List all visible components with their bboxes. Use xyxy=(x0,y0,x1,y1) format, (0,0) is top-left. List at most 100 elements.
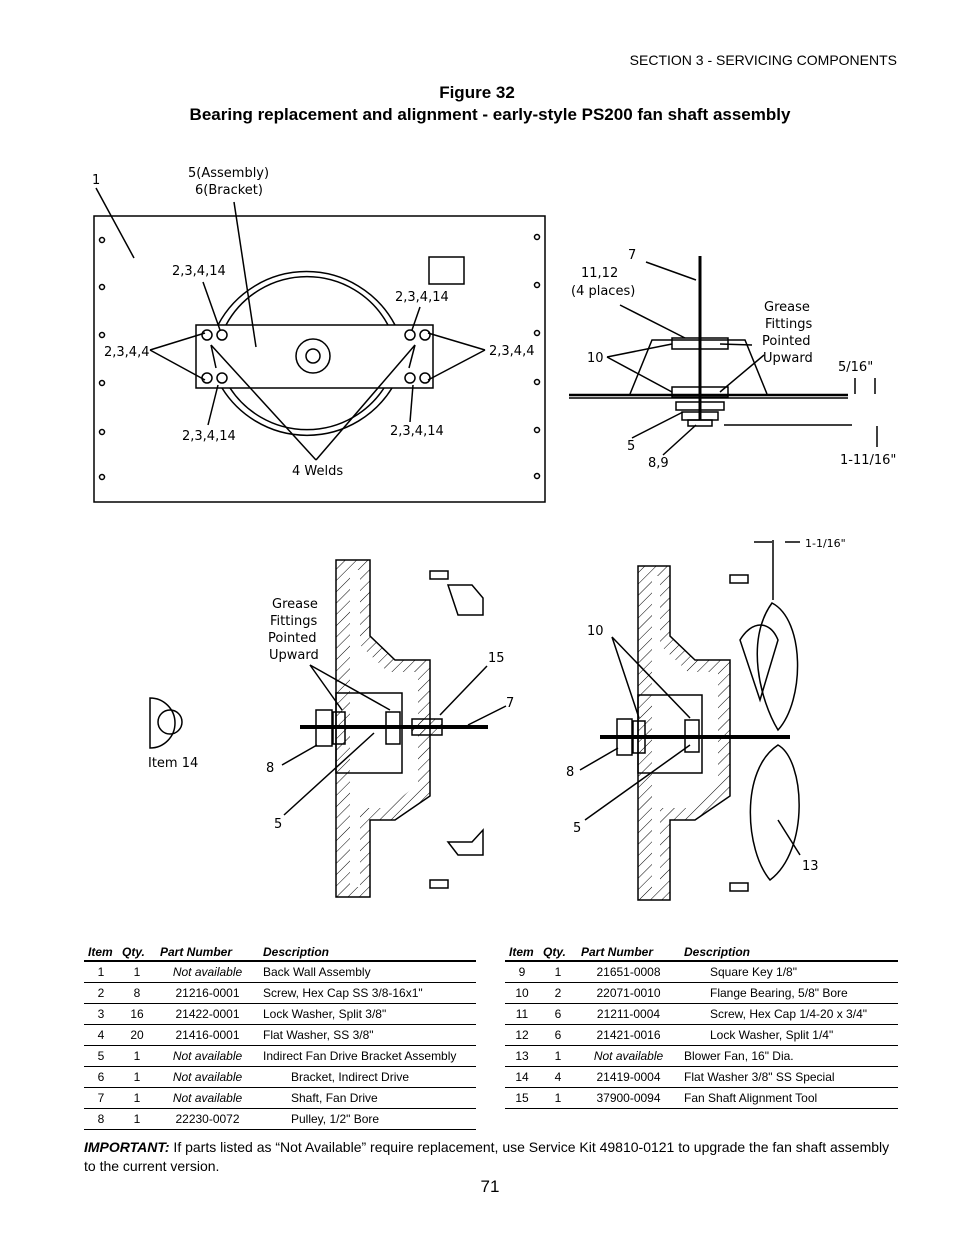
cell-part: Not available xyxy=(577,1045,680,1067)
back-wall-panel xyxy=(93,187,546,503)
cell-desc: Lock Washer, Split 3/8" xyxy=(259,1003,476,1025)
label-welds: 4 Welds xyxy=(292,464,343,479)
cell-qty: 1 xyxy=(118,1045,156,1067)
col-desc: Description xyxy=(259,943,476,962)
label-screws-a: 2,3,4,14 xyxy=(172,264,226,279)
label-grease-b4: Upward xyxy=(269,648,319,663)
cell-item: 9 xyxy=(505,961,539,983)
label-8-mid: 8 xyxy=(266,761,274,776)
label-5-mid: 5 xyxy=(274,817,282,832)
label-screws-c: 2,3,4,14 xyxy=(182,429,236,444)
cell-part: 21651-0008 xyxy=(577,961,680,983)
figure-number: Figure 32 xyxy=(439,83,515,102)
page-number: 71 xyxy=(480,1177,500,1196)
cell-item: 15 xyxy=(505,1087,539,1109)
table-row: 13 1 Not available Blower Fan, 16" Dia. xyxy=(505,1045,898,1067)
cell-qty: 6 xyxy=(539,1024,577,1046)
important-label: IMPORTANT: xyxy=(84,1139,170,1155)
label-grease-3: Pointed xyxy=(762,334,811,349)
cell-desc: Flat Washer, SS 3/8" xyxy=(259,1024,476,1046)
important-text: If parts listed as “Not Available” requi… xyxy=(84,1139,890,1174)
cell-item: 1 xyxy=(84,961,118,983)
cell-qty: 1 xyxy=(539,961,577,983)
cell-item: 11 xyxy=(505,1003,539,1025)
label-11-12: 11,12 xyxy=(581,266,618,281)
cell-qty: 16 xyxy=(118,1003,156,1025)
cell-part: 21422-0001 xyxy=(156,1003,259,1025)
cell-item: 6 xyxy=(84,1066,118,1088)
cell-part: 37900-0094 xyxy=(577,1087,680,1109)
cell-item: 3 xyxy=(84,1003,118,1025)
cell-part: 21421-0016 xyxy=(577,1024,680,1046)
cell-desc: Lock Washer, Split 1/4" xyxy=(680,1024,898,1046)
cell-item: 12 xyxy=(505,1024,539,1046)
cell-qty: 1 xyxy=(118,1108,156,1130)
col-qty: Qty. xyxy=(118,943,156,962)
cell-part: 21419-0004 xyxy=(577,1066,680,1088)
figure-title: Bearing replacement and alignment - earl… xyxy=(189,105,791,124)
table-row: 4 20 21416-0001 Flat Washer, SS 3/8" xyxy=(84,1024,476,1046)
label-15: 15 xyxy=(488,651,505,666)
cell-qty: 1 xyxy=(118,1087,156,1109)
cell-qty: 20 xyxy=(118,1024,156,1046)
label-grease-b2: Fittings xyxy=(270,614,317,629)
parts-table-right: Item Qty. Part Number Description 9 1 21… xyxy=(505,943,898,1109)
parts-table-left: Item Qty. Part Number Description 1 1 No… xyxy=(84,943,476,1130)
label-5-top: 5 xyxy=(627,439,635,454)
label-screws-b: 2,3,4,14 xyxy=(395,290,449,305)
cell-item: 10 xyxy=(505,982,539,1004)
cell-desc: Blower Fan, 16" Dia. xyxy=(680,1045,898,1067)
section-header: SECTION 3 - SERVICING COMPONENTS xyxy=(629,52,897,68)
table-row: 3 16 21422-0001 Lock Washer, Split 3/8" xyxy=(84,1003,476,1025)
cell-item: 2 xyxy=(84,982,118,1004)
label-grease-b3: Pointed xyxy=(268,631,317,646)
label-bracket: 6(Bracket) xyxy=(195,183,263,198)
bracket-side-view xyxy=(569,256,878,456)
cell-item: 7 xyxy=(84,1087,118,1109)
cell-qty: 4 xyxy=(539,1066,577,1088)
table-header-row: Item Qty. Part Number Description xyxy=(84,943,476,962)
label-grease-b1: Grease xyxy=(272,597,318,612)
cell-part: 21211-0004 xyxy=(577,1003,680,1025)
table-row: 6 1 Not available Bracket, Indirect Driv… xyxy=(84,1066,476,1088)
label-10-top: 10 xyxy=(587,351,604,366)
table-row: 10 2 22071-0010 Flange Bearing, 5/8" Bor… xyxy=(505,982,898,1004)
label-5-right: 5 xyxy=(573,821,581,836)
label-dim-5-16: 5/16" xyxy=(838,360,873,375)
col-desc: Description xyxy=(680,943,898,962)
cell-item: 8 xyxy=(84,1108,118,1130)
label-dim-1-11-16: 1-11/16" xyxy=(840,453,896,468)
cell-desc: Back Wall Assembly xyxy=(259,961,476,983)
cell-qty: 2 xyxy=(539,982,577,1004)
item-14-washer xyxy=(149,697,183,749)
cell-qty: 1 xyxy=(118,961,156,983)
label-13: 13 xyxy=(802,859,819,874)
table-row: 8 1 22230-0072 Pulley, 1/2" Bore xyxy=(84,1108,476,1130)
cell-part: 21216-0001 xyxy=(156,982,259,1004)
cell-part: Not available xyxy=(156,1045,259,1067)
important-note: IMPORTANT: If parts listed as “Not Avail… xyxy=(84,1138,904,1176)
cell-item: 14 xyxy=(505,1066,539,1088)
cell-desc: Screw, Hex Cap 1/4-20 x 3/4" xyxy=(680,1003,898,1025)
cell-item: 4 xyxy=(84,1024,118,1046)
cell-item: 5 xyxy=(84,1045,118,1067)
cell-desc: Flange Bearing, 5/8" Bore xyxy=(680,982,898,1004)
col-item: Item xyxy=(505,943,539,962)
label-8-right: 8 xyxy=(566,765,574,780)
table-row: 12 6 21421-0016 Lock Washer, Split 1/4" xyxy=(505,1024,898,1046)
table-row: 9 1 21651-0008 Square Key 1/8" xyxy=(505,961,898,983)
cell-qty: 1 xyxy=(118,1066,156,1088)
technical-diagram: 1 5(Assembly) 6(Bracket) 2,3,4,14 2,3,4,… xyxy=(92,166,896,901)
label-assembly: 5(Assembly) xyxy=(188,166,269,181)
table-row: 1 1 Not available Back Wall Assembly xyxy=(84,961,476,983)
table-row: 14 4 21419-0004 Flat Washer 3/8" SS Spec… xyxy=(505,1066,898,1088)
label-screws-d: 2,3,4,14 xyxy=(390,424,444,439)
cell-part: Not available xyxy=(156,961,259,983)
label-8-9: 8,9 xyxy=(648,456,669,471)
label-four-places: (4 places) xyxy=(571,284,635,299)
cell-desc: Screw, Hex Cap SS 3/8-16x1" xyxy=(259,982,476,1004)
cell-qty: 1 xyxy=(539,1087,577,1109)
table-header-row: Item Qty. Part Number Description xyxy=(505,943,898,962)
col-part: Part Number xyxy=(156,943,259,962)
label-screws-left: 2,3,4,4 xyxy=(104,345,149,360)
